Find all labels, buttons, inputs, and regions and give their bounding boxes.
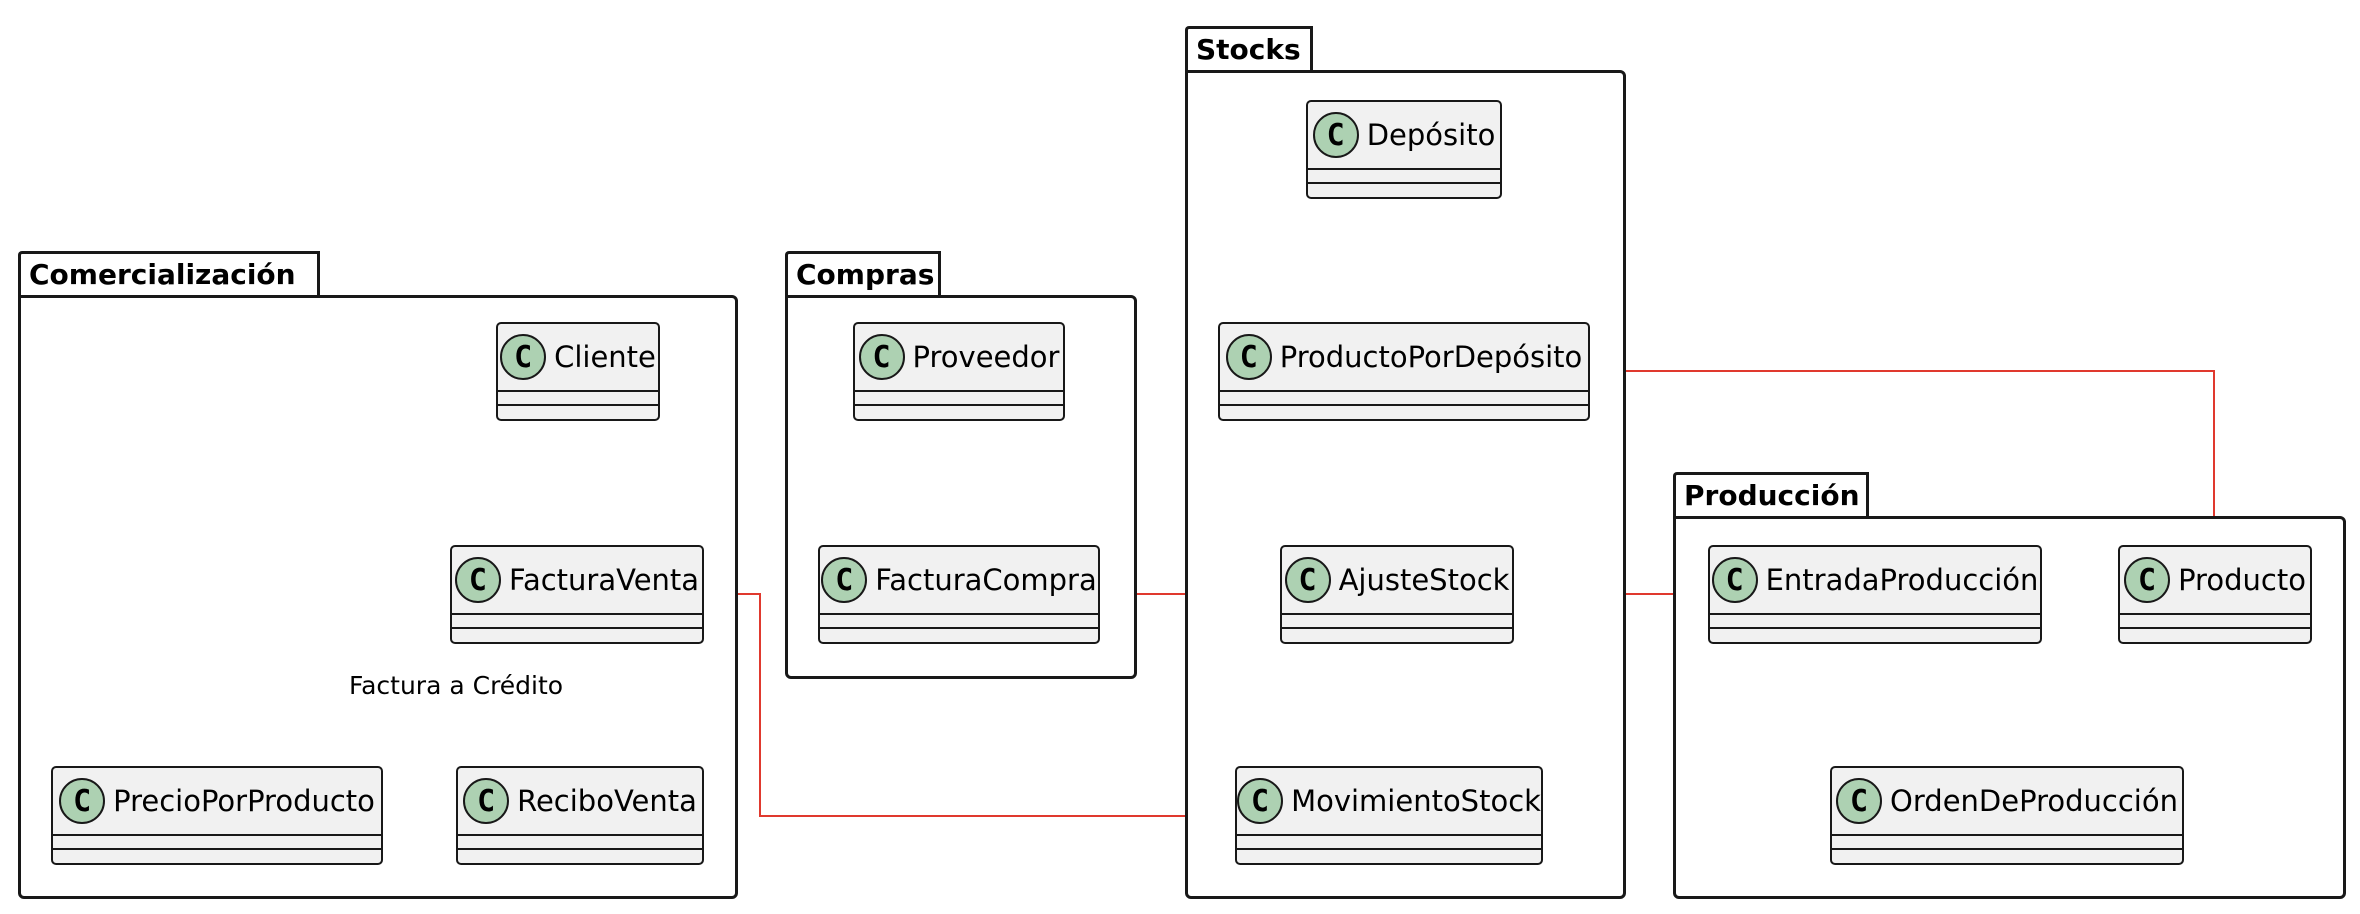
package-stocks: Stocks bbox=[1185, 26, 1626, 899]
class-icon: C bbox=[454, 557, 501, 603]
package-title: Comercialización bbox=[29, 258, 296, 291]
class-icon: C bbox=[463, 778, 510, 824]
class-name: ProductoPorDepósito bbox=[1279, 340, 1583, 374]
class-name: AjusteStock bbox=[1338, 563, 1510, 597]
class-name: MovimientoStock bbox=[1291, 784, 1541, 818]
class-icon: C bbox=[2124, 557, 2171, 603]
class-name: FacturaCompra bbox=[875, 563, 1097, 597]
class-icon: C bbox=[1225, 334, 1272, 380]
package-tab: Producción bbox=[1673, 472, 1869, 518]
class-name: Cliente bbox=[554, 340, 656, 374]
class-icon: C bbox=[1237, 778, 1284, 824]
class-icon: C bbox=[821, 557, 868, 603]
class-name: FacturaVenta bbox=[508, 563, 700, 597]
class-icon: C bbox=[858, 334, 905, 380]
class-icon: C bbox=[500, 334, 547, 380]
class-icon: C bbox=[1312, 112, 1359, 158]
package-tab: Stocks bbox=[1185, 26, 1313, 72]
package-title: Stocks bbox=[1196, 33, 1301, 66]
class-name: Producto bbox=[2178, 563, 2306, 597]
package-body bbox=[1185, 70, 1626, 899]
class-icon: C bbox=[59, 778, 106, 824]
edge-label-factura-a-credito: Factura a Crédito bbox=[349, 671, 564, 700]
edge-productopordeposito-producto bbox=[1590, 370, 2215, 545]
package-tab: Comercialización bbox=[18, 251, 320, 297]
class-icon: C bbox=[1284, 557, 1331, 603]
class-name: Proveedor bbox=[912, 340, 1060, 374]
class-icon: C bbox=[1711, 557, 1758, 603]
package-tab: Compras bbox=[785, 251, 941, 297]
class-name: EntradaProducción bbox=[1765, 563, 2039, 597]
class-icon: C bbox=[1836, 778, 1883, 824]
class-name: Depósito bbox=[1366, 118, 1496, 152]
class-name: ReciboVenta bbox=[517, 784, 697, 818]
package-title: Compras bbox=[796, 258, 935, 291]
class-name: PrecioPorProducto bbox=[113, 784, 375, 818]
class-name: OrdenDeProducción bbox=[1890, 784, 2178, 818]
package-title: Producción bbox=[1684, 479, 1860, 512]
